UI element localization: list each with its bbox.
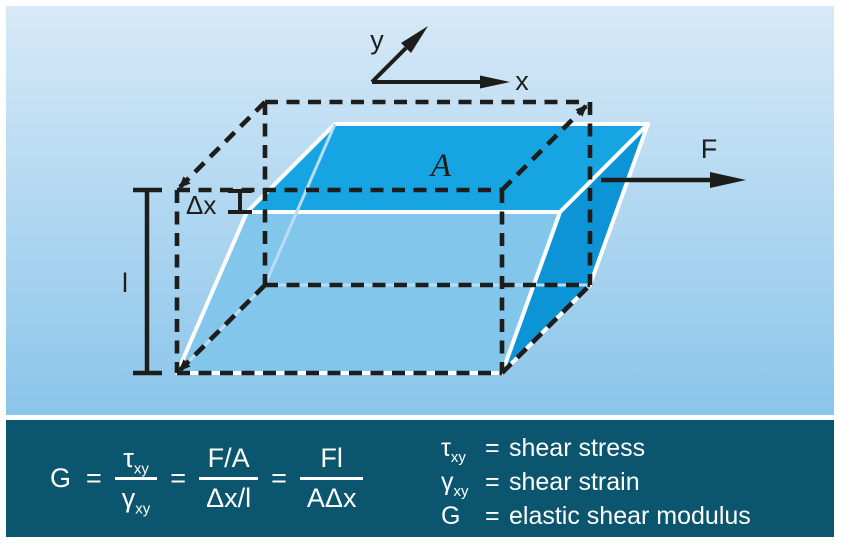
x-axis-arrowhead-icon (480, 75, 510, 89)
legend-symbol-g: G (441, 502, 461, 530)
block-top-face (245, 122, 650, 214)
y-axis-line (370, 46, 408, 84)
tau-subscript: xy (133, 460, 149, 478)
force-label: F (701, 134, 718, 164)
fraction-force-displacement: F/A Δx/l (199, 443, 259, 514)
diagram-panel: x y F l Δx A (6, 6, 834, 415)
fraction-simplified: Fl AΔx (299, 443, 364, 514)
formula-band: G = τxy γxy = F/A Δx/l = Fl AΔx τxy = sh… (6, 420, 834, 537)
fraction-stress-strain: τxy γxy (114, 443, 158, 518)
tau-symbol: τ (123, 443, 134, 474)
formula-lhs: G (50, 463, 72, 493)
equals-sign: = (271, 463, 287, 493)
legend-symbol-gamma: γxy (441, 468, 469, 500)
height-dimension (133, 187, 162, 376)
fraction-denominator: Δx/l (206, 482, 252, 513)
equals-sign: = (86, 463, 102, 493)
x-axis-label: x (515, 66, 529, 96)
coordinate-axes: x y (370, 25, 529, 96)
equals-sign: = (485, 502, 500, 530)
equals-sign: = (485, 434, 500, 462)
gamma-subscript: xy (135, 500, 151, 518)
equals-sign: = (170, 463, 187, 493)
fraction-bar (299, 477, 364, 480)
hidden-edge-bottom-left (175, 283, 267, 375)
gamma-symbol: γ (121, 482, 136, 513)
fraction-bar (114, 477, 158, 480)
legend-desc-shear-strain: shear strain (509, 468, 640, 496)
legend-symbol-tau: τxy (441, 434, 466, 466)
legend-desc-shear-modulus: elastic shear modulus (509, 502, 751, 530)
force-arrowhead-icon (710, 172, 746, 188)
displacement-dimension (228, 189, 252, 214)
y-axis-label: y (370, 25, 384, 55)
shear-diagram: x y F l Δx A (6, 6, 834, 415)
shear-modulus-formula: G = τxy γxy = F/A Δx/l = Fl AΔx (50, 420, 364, 537)
length-label: l (122, 268, 128, 298)
equals-sign: = (485, 468, 500, 496)
legend-desc-shear-stress: shear stress (509, 434, 646, 462)
dashed-top-right-depth-edge (500, 104, 588, 192)
fraction-numerator: Fl (320, 443, 343, 474)
displacement-label: Δx (186, 190, 216, 220)
fraction-denominator: AΔx (306, 482, 357, 513)
symbol-legend: τxy = shear stress γxy = shear strain G … (441, 434, 751, 531)
area-label: A (429, 148, 452, 184)
y-axis-arrowhead-icon (401, 26, 428, 53)
fraction-numerator: F/A (207, 443, 250, 474)
force-arrow: F (601, 134, 746, 188)
hidden-edge-back-left (263, 123, 337, 286)
fraction-bar (199, 477, 259, 480)
